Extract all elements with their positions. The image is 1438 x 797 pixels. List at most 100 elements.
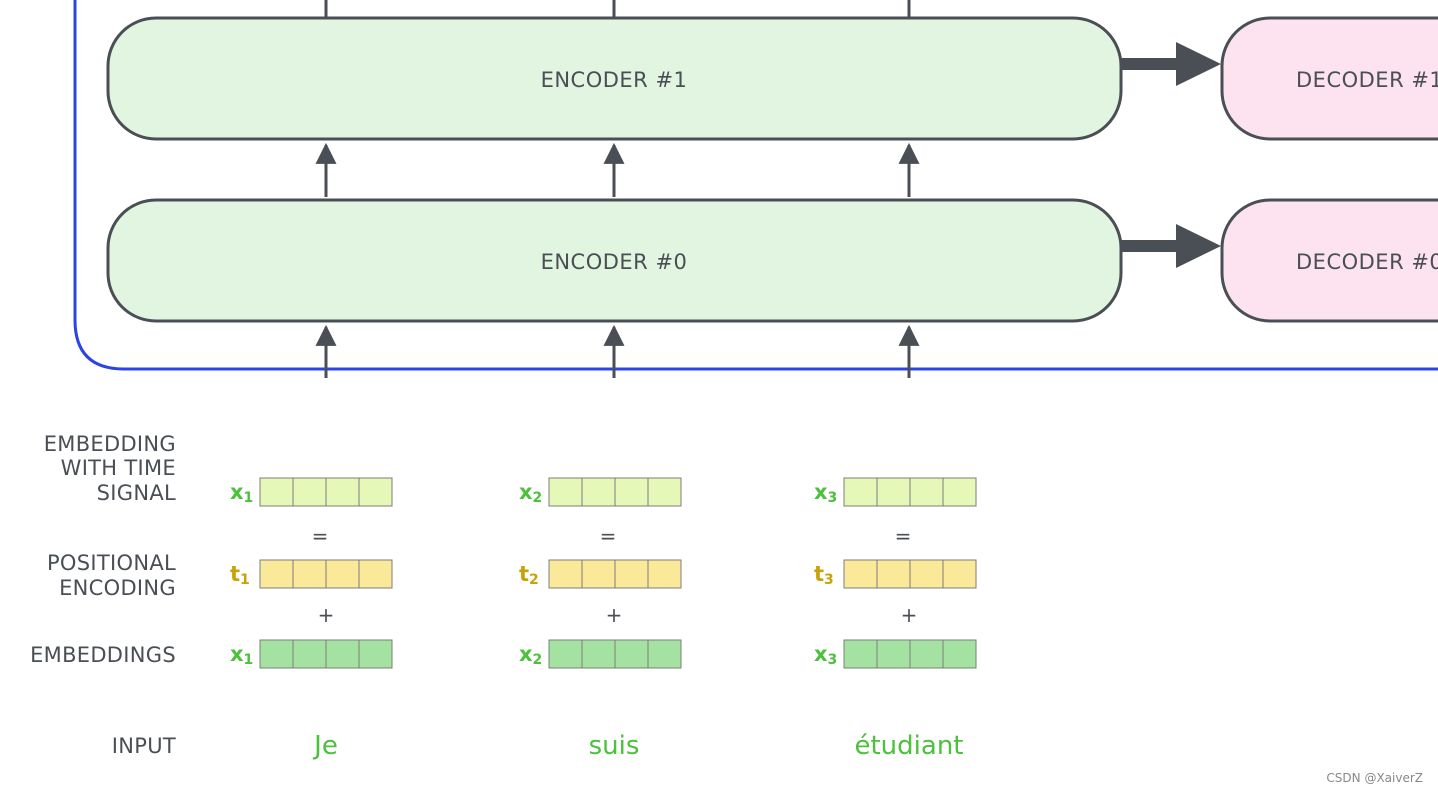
decoder-0-box [1220,198,1438,323]
vector-symbol: x1 [230,480,253,506]
top-arrows [324,0,911,18]
row-label-positional-encoding: POSITIONAL ENCODING [47,551,176,600]
row-label-embeddings: EMBEDDINGS [30,643,176,667]
row-label-line: EMBEDDING [44,432,176,456]
vector-cell [614,477,649,507]
vector-cell [292,639,327,669]
decoder-0-label: DECODER #0 [1296,250,1438,274]
encoder-0-label: ENCODER #0 [541,250,688,274]
vector-cell [325,639,360,669]
vector-cell [548,639,583,669]
vector-cell [581,639,616,669]
vector-cell [358,559,393,589]
encoder-0: ENCODER #0 [106,198,1123,323]
decoder-0: DECODER #0 [1220,198,1438,323]
vector-symbol: x3 [814,642,837,668]
vector-cell [259,639,294,669]
vector-emb-2: x2 [519,639,682,669]
token-column-3: x3 t3 x3 = + étudiant [814,477,977,761]
vector-cell [325,477,360,507]
vector-cell [843,559,878,589]
vector-symbol: x2 [519,480,542,506]
vector-pos-1: t1 [230,559,393,589]
decoder-1-box [1220,16,1438,141]
vector-cell [876,477,911,507]
vector-cell [647,477,682,507]
vector-pos-3: t3 [814,559,977,589]
vector-cell [909,477,944,507]
encoder-0-to-1-arrows [315,142,920,197]
vector-cell [876,639,911,669]
row-label-line: POSITIONAL [47,551,176,575]
vector-cell [909,559,944,589]
vector-cell [548,477,583,507]
vector-subscript: 2 [533,490,543,506]
equals-sign: = [895,524,912,548]
vector-subscript: 1 [240,572,250,588]
decoder-1: DECODER #1 [1220,16,1438,141]
vector-cell [647,559,682,589]
encoder-0-to-decoder-0-arrow [1121,224,1221,268]
vector-cell [614,639,649,669]
row-label-line: WITH TIME [61,456,176,480]
vector-cell [942,559,977,589]
vector-cell [614,559,649,589]
vector-cell [876,559,911,589]
vector-cell [581,559,616,589]
vector-emb-1: x1 [230,639,393,669]
row-label-line: SIGNAL [97,481,176,505]
vector-cell [548,559,583,589]
vector-cell [358,639,393,669]
vector-symbol: t1 [230,562,250,588]
row-label-input: INPUT [112,734,176,758]
vector-cell [843,477,878,507]
vector-symbol: x3 [814,480,837,506]
vector-cell [909,639,944,669]
vector-symbol: x1 [230,642,253,668]
encoder-1: ENCODER #1 [106,16,1123,141]
encoder-0-box [106,198,1123,323]
vector-time-3: x3 [814,477,977,507]
vector-subscript: 2 [533,652,543,668]
vector-emb-3: x3 [814,639,977,669]
vector-time-1: x1 [230,477,393,507]
vector-cell [581,477,616,507]
token-column-2: x2 t2 x2 = + suis [519,477,682,761]
vector-symbol: t3 [814,562,834,588]
plus-sign: + [606,603,623,627]
vector-cell [259,559,294,589]
vector-cell [325,559,360,589]
vector-cell [358,477,393,507]
encoder-1-label: ENCODER #1 [541,68,688,92]
vector-subscript: 1 [244,490,254,506]
vector-subscript: 1 [244,652,254,668]
equals-sign: = [600,524,617,548]
plus-sign: + [318,603,335,627]
token-column-1: x1 t1 x1 = + Je [230,477,393,761]
vector-cell [292,477,327,507]
vector-cell [292,559,327,589]
row-label-line: ENCODING [59,576,176,600]
vector-cell [843,639,878,669]
input-word: Je [312,731,338,761]
vector-subscript: 2 [529,572,539,588]
input-word: étudiant [854,731,963,761]
watermark: CSDN @XaiverZ [1326,771,1423,785]
vector-cell [259,477,294,507]
vector-cell [647,639,682,669]
equals-sign: = [312,524,329,548]
plus-sign: + [901,603,918,627]
vector-pos-2: t2 [519,559,682,589]
vector-symbol: x2 [519,642,542,668]
vector-cell [942,639,977,669]
encoder-1-to-decoder-1-arrow [1121,42,1221,86]
input-to-encoder-0-arrows [315,324,920,378]
input-word: suis [589,731,640,761]
row-label-embedding-with-time-signal: EMBEDDING WITH TIME SIGNAL [44,432,176,505]
vector-subscript: 3 [824,572,834,588]
decoder-1-label: DECODER #1 [1296,68,1438,92]
vector-subscript: 3 [828,652,838,668]
token-columns: x1 t1 x1 = + Je x2 t2 x2 = + suis x3 t3 x3 = + étudiant [230,477,977,761]
encoder-1-box [106,16,1123,141]
